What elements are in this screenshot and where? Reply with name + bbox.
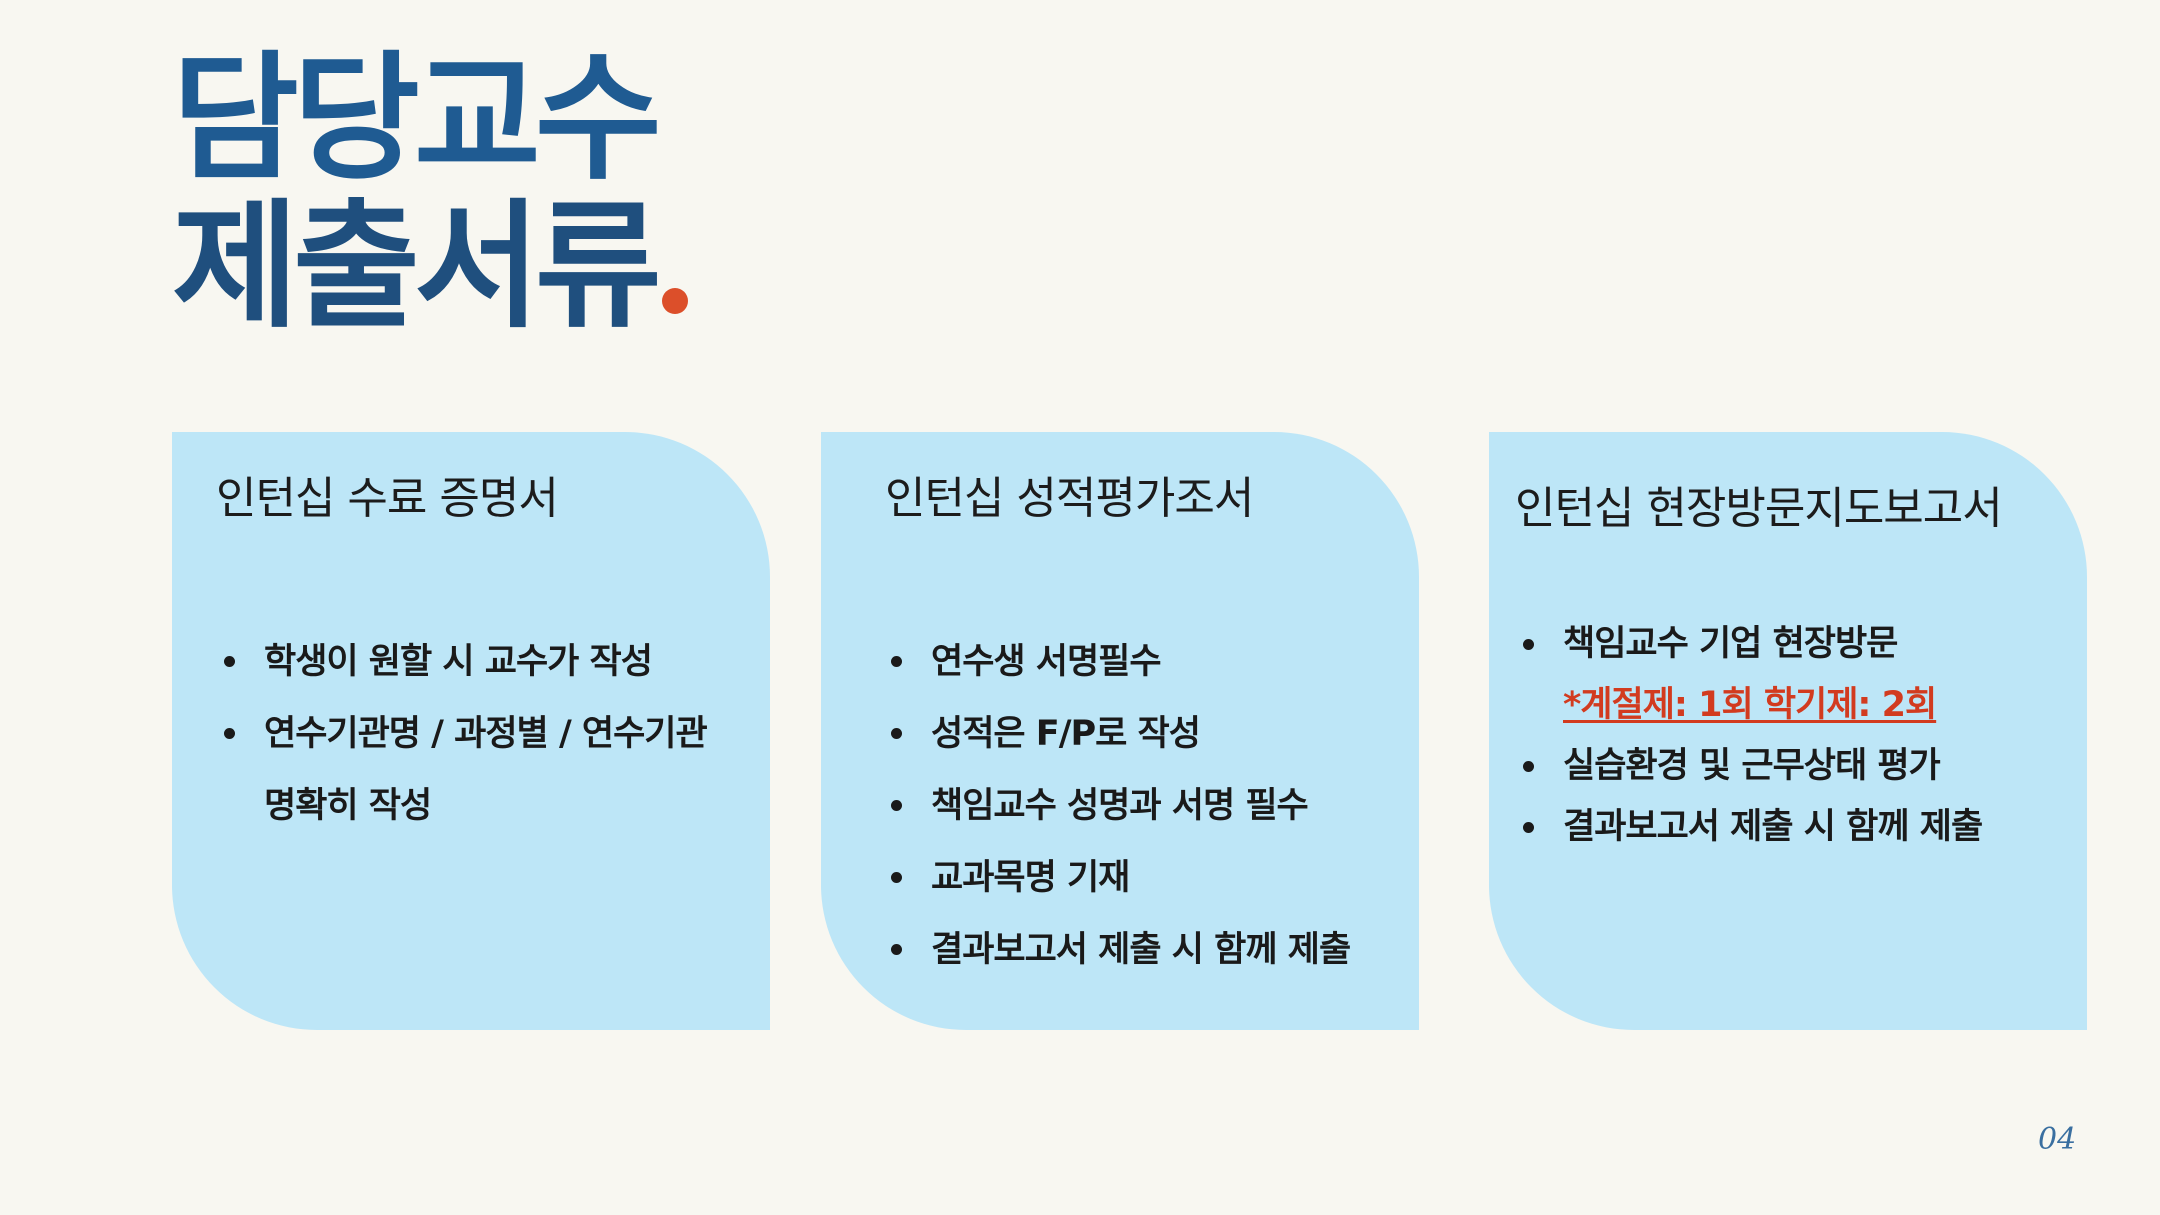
list-item: 책임교수 기업 현장방문: [1523, 614, 1982, 675]
list-item: 학생이 원할 시 교수가 작성: [224, 626, 707, 698]
visit-frequency-note: *계절제: 1회 학기제: 2회: [1563, 685, 1937, 725]
card-grade-evaluation: 인턴십 성적평가조서 연수생 서명필수 성적은 F/P로 작성 책임교수 성명과…: [821, 432, 1419, 1030]
bullet-icon: [891, 872, 902, 883]
page-number: 04: [2038, 1122, 2077, 1157]
bullet-icon: [1523, 822, 1534, 833]
list-item: 결과보고서 제출 시 함께 제출: [891, 914, 1351, 986]
list-item: 교과목명 기재: [891, 842, 1350, 914]
list-item: 연수기관명 / 과정별 / 연수기관: [224, 698, 708, 770]
list-item-continuation: 명확히 작성: [264, 786, 432, 826]
list-item: 책임교수 성명과 서명 필수: [891, 770, 1350, 842]
title-line-2-text: 제출서류: [172, 186, 662, 347]
card-title: 인턴십 성적평가조서: [885, 473, 1254, 524]
card-title: 인턴십 수료 증명서: [216, 473, 559, 524]
title-line-1: 담당교수: [172, 38, 662, 199]
list-item: 성적은 F/P로 작성: [891, 698, 1350, 770]
card-title: 인턴십 현장방문지도보고서: [1515, 483, 2003, 534]
card-list: 연수생 서명필수 성적은 F/P로 작성 책임교수 성명과 서명 필수 교과목명…: [891, 626, 1351, 986]
card-list: 학생이 원할 시 교수가 작성 연수기관명 / 과정별 / 연수기관 명확히 작…: [224, 626, 708, 842]
bullet-icon: [1523, 639, 1534, 650]
bullet-icon: [224, 728, 235, 739]
list-item: 실습환경 및 근무상태 평가: [1523, 736, 1982, 797]
bullet-icon: [891, 656, 902, 667]
card-completion-certificate: 인턴십 수료 증명서 학생이 원할 시 교수가 작성 연수기관명 / 과정별 /…: [172, 432, 770, 1030]
list-item: 연수생 서명필수: [891, 626, 1350, 698]
bullet-icon: [891, 944, 902, 955]
list-item: 결과보고서 제출 시 함께 제출: [1523, 797, 1983, 858]
card-list: 책임교수 기업 현장방문 *계절제: 1회 학기제: 2회 실습환경 및 근무상…: [1523, 614, 1983, 858]
title-line-2: 제출서류: [172, 198, 688, 336]
card-site-visit-report: 인턴십 현장방문지도보고서 책임교수 기업 현장방문 *계절제: 1회 학기제:…: [1489, 432, 2087, 1030]
bullet-icon: [891, 800, 902, 811]
bullet-icon: [891, 728, 902, 739]
bullet-icon: [224, 656, 235, 667]
title-accent-dot: [661, 288, 688, 314]
bullet-icon: [1523, 761, 1534, 772]
